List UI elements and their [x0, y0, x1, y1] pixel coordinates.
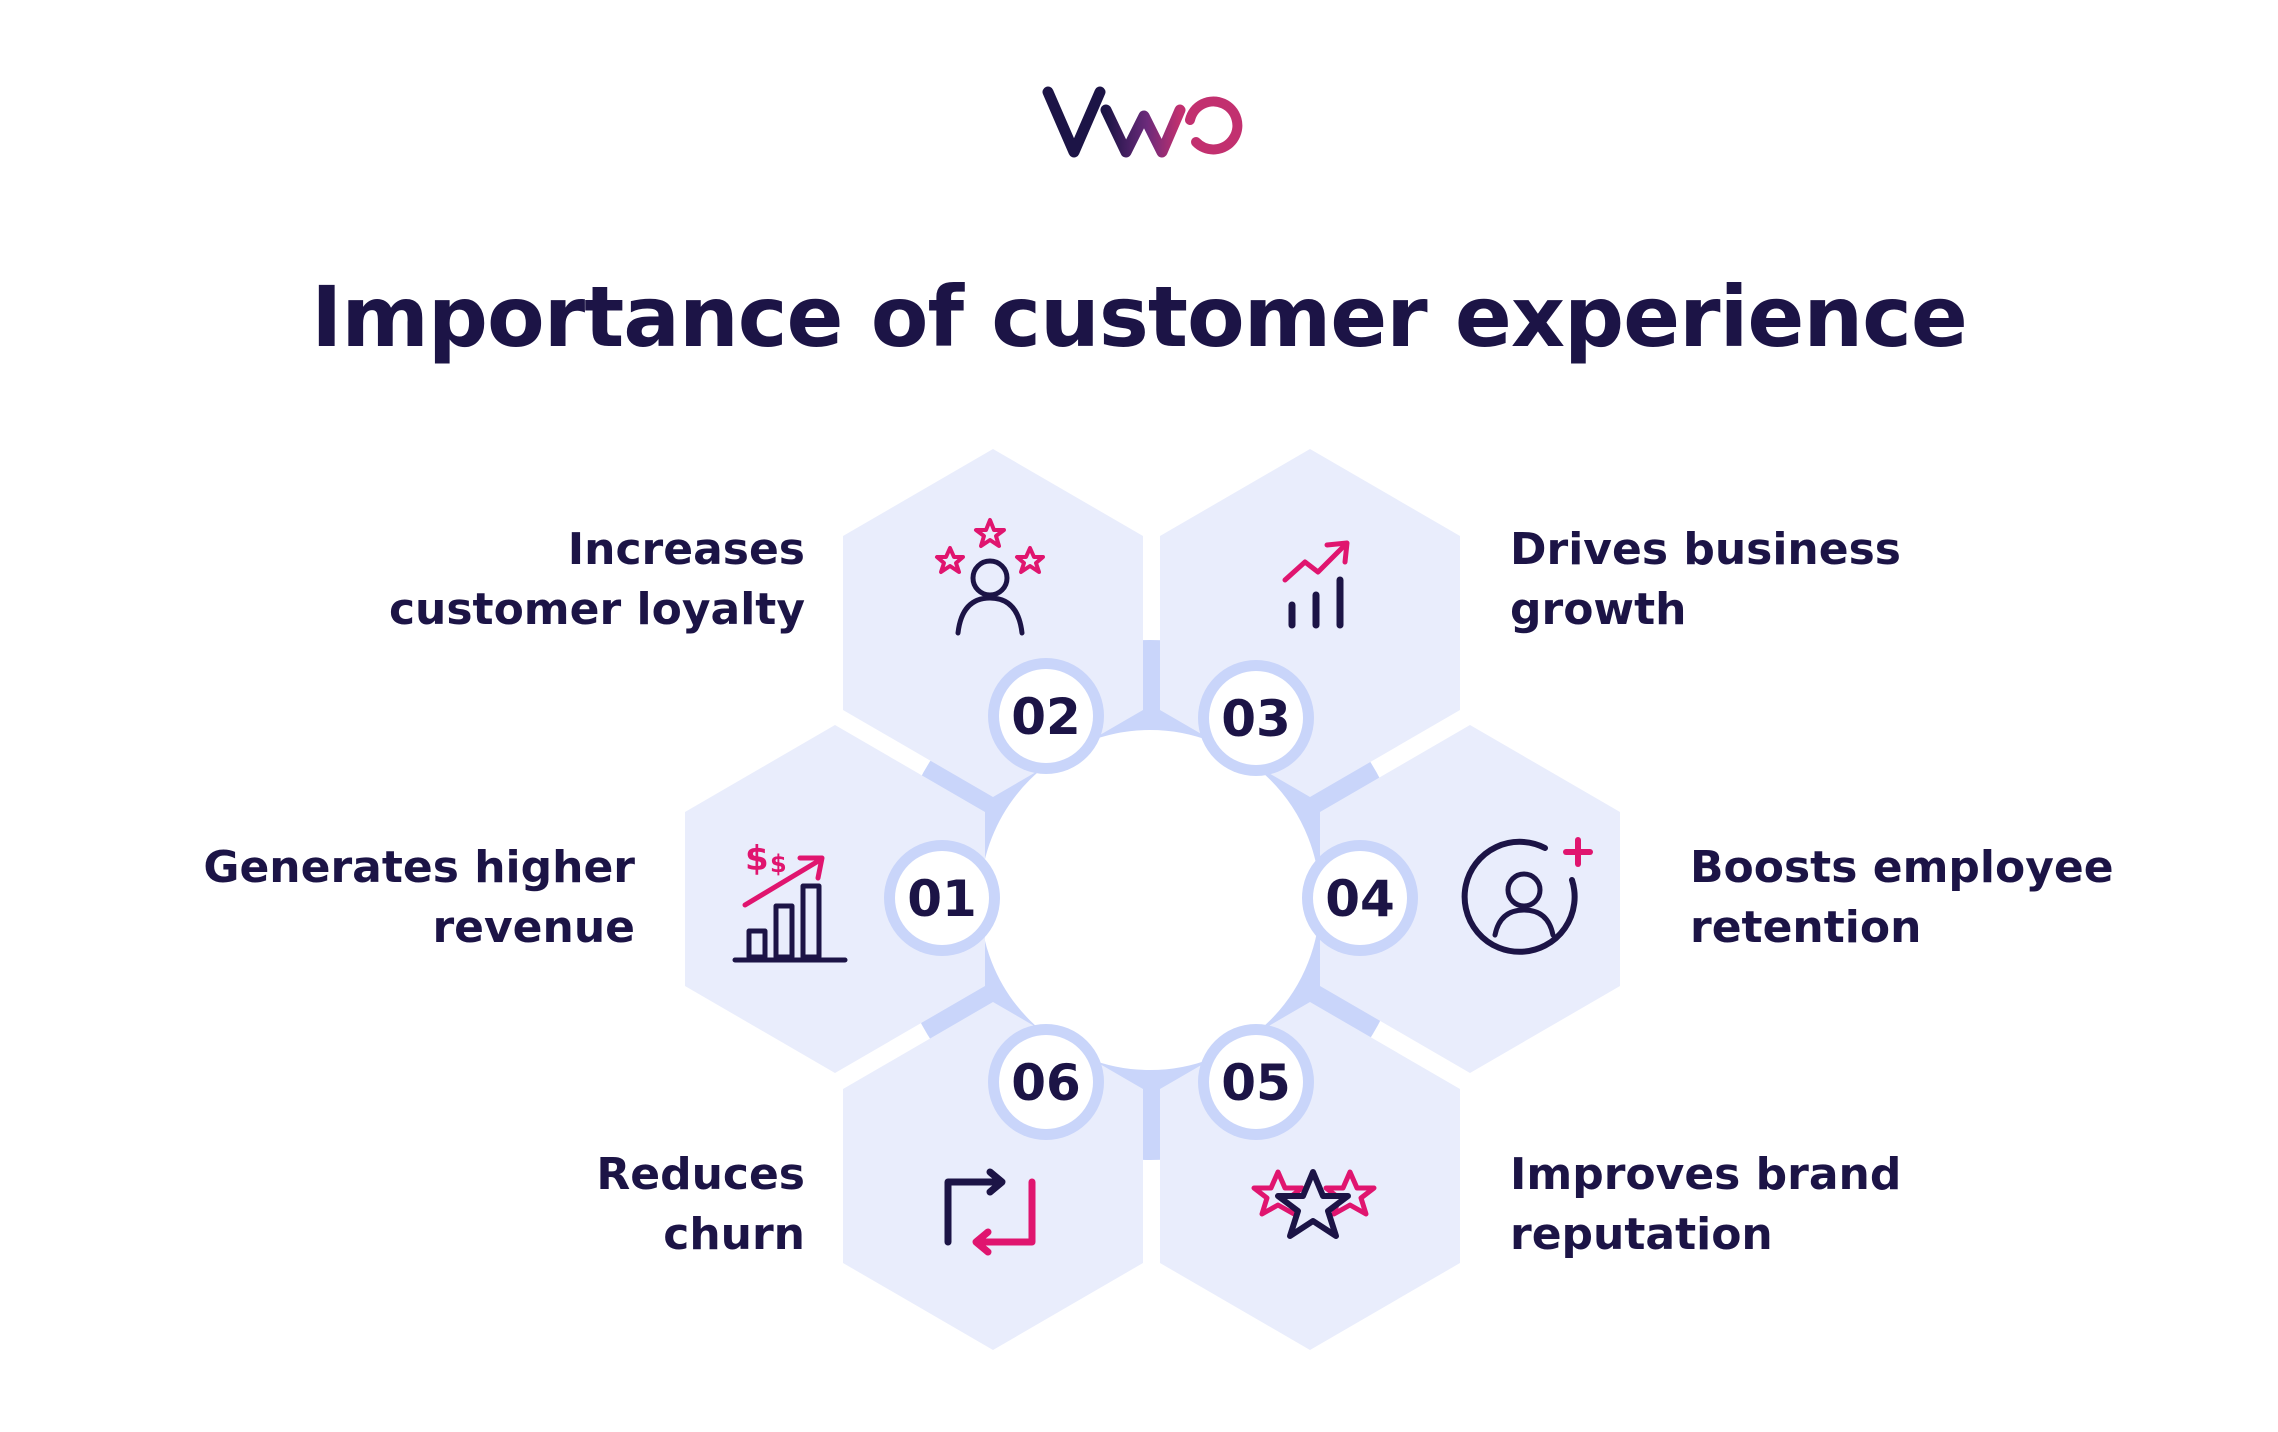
label-generates-higher-revenue: Generates higher revenue [75, 838, 635, 958]
hexagon-04 [1320, 725, 1620, 1073]
svg-text:$: $ [770, 850, 787, 878]
label-improves-brand-reputation: Improves brand reputation [1510, 1145, 2070, 1265]
badge-02: 02 [988, 658, 1104, 774]
badge-01: 01 [884, 840, 1000, 956]
label-line: customer loyalty [388, 584, 805, 635]
hexagon-02 [843, 449, 1143, 797]
label-reduces-churn: Reduces churn [245, 1145, 805, 1265]
badge-04: 04 [1302, 840, 1418, 956]
label-line: revenue [432, 902, 635, 953]
employee-add-icon [1461, 837, 1593, 955]
badge-05: 05 [1198, 1024, 1314, 1140]
badge-number: 04 [1325, 870, 1395, 928]
label-line: Drives business [1510, 524, 1901, 575]
label-line: retention [1690, 902, 1922, 953]
label-increases-customer-loyalty: Increases customer loyalty [245, 520, 805, 640]
label-line: reputation [1510, 1209, 1773, 1260]
label-drives-business-growth: Drives business growth [1510, 520, 2070, 640]
stars-icon [1251, 1169, 1377, 1239]
star-person-icon [935, 518, 1045, 636]
repeat-arrows-icon [944, 1168, 1036, 1256]
label-line: Reduces [596, 1149, 805, 1200]
label-line: growth [1510, 584, 1687, 635]
badge-number: 01 [907, 870, 977, 928]
svg-text:$: $ [745, 839, 769, 879]
vwo-logo [1042, 86, 1243, 158]
label-line: Generates higher [203, 842, 635, 893]
growth-chart-icon [1282, 540, 1350, 629]
label-line: Improves brand [1510, 1149, 1902, 1200]
label-line: churn [663, 1209, 805, 1260]
label-line: Increases [567, 524, 805, 575]
badge-number: 02 [1011, 688, 1081, 746]
badge-number: 06 [1011, 1054, 1081, 1112]
badge-number: 03 [1221, 690, 1291, 748]
page-title: Importance of customer experience [311, 268, 1968, 366]
badge-number: 05 [1221, 1054, 1291, 1112]
hexagon-01 [685, 725, 985, 1073]
revenue-chart-icon: $ $ [732, 839, 848, 963]
label-boosts-employee-retention: Boosts employee retention [1690, 838, 2250, 958]
label-line: Boosts employee [1690, 842, 2114, 893]
badge-06: 06 [988, 1024, 1104, 1140]
badge-03: 03 [1198, 660, 1314, 776]
